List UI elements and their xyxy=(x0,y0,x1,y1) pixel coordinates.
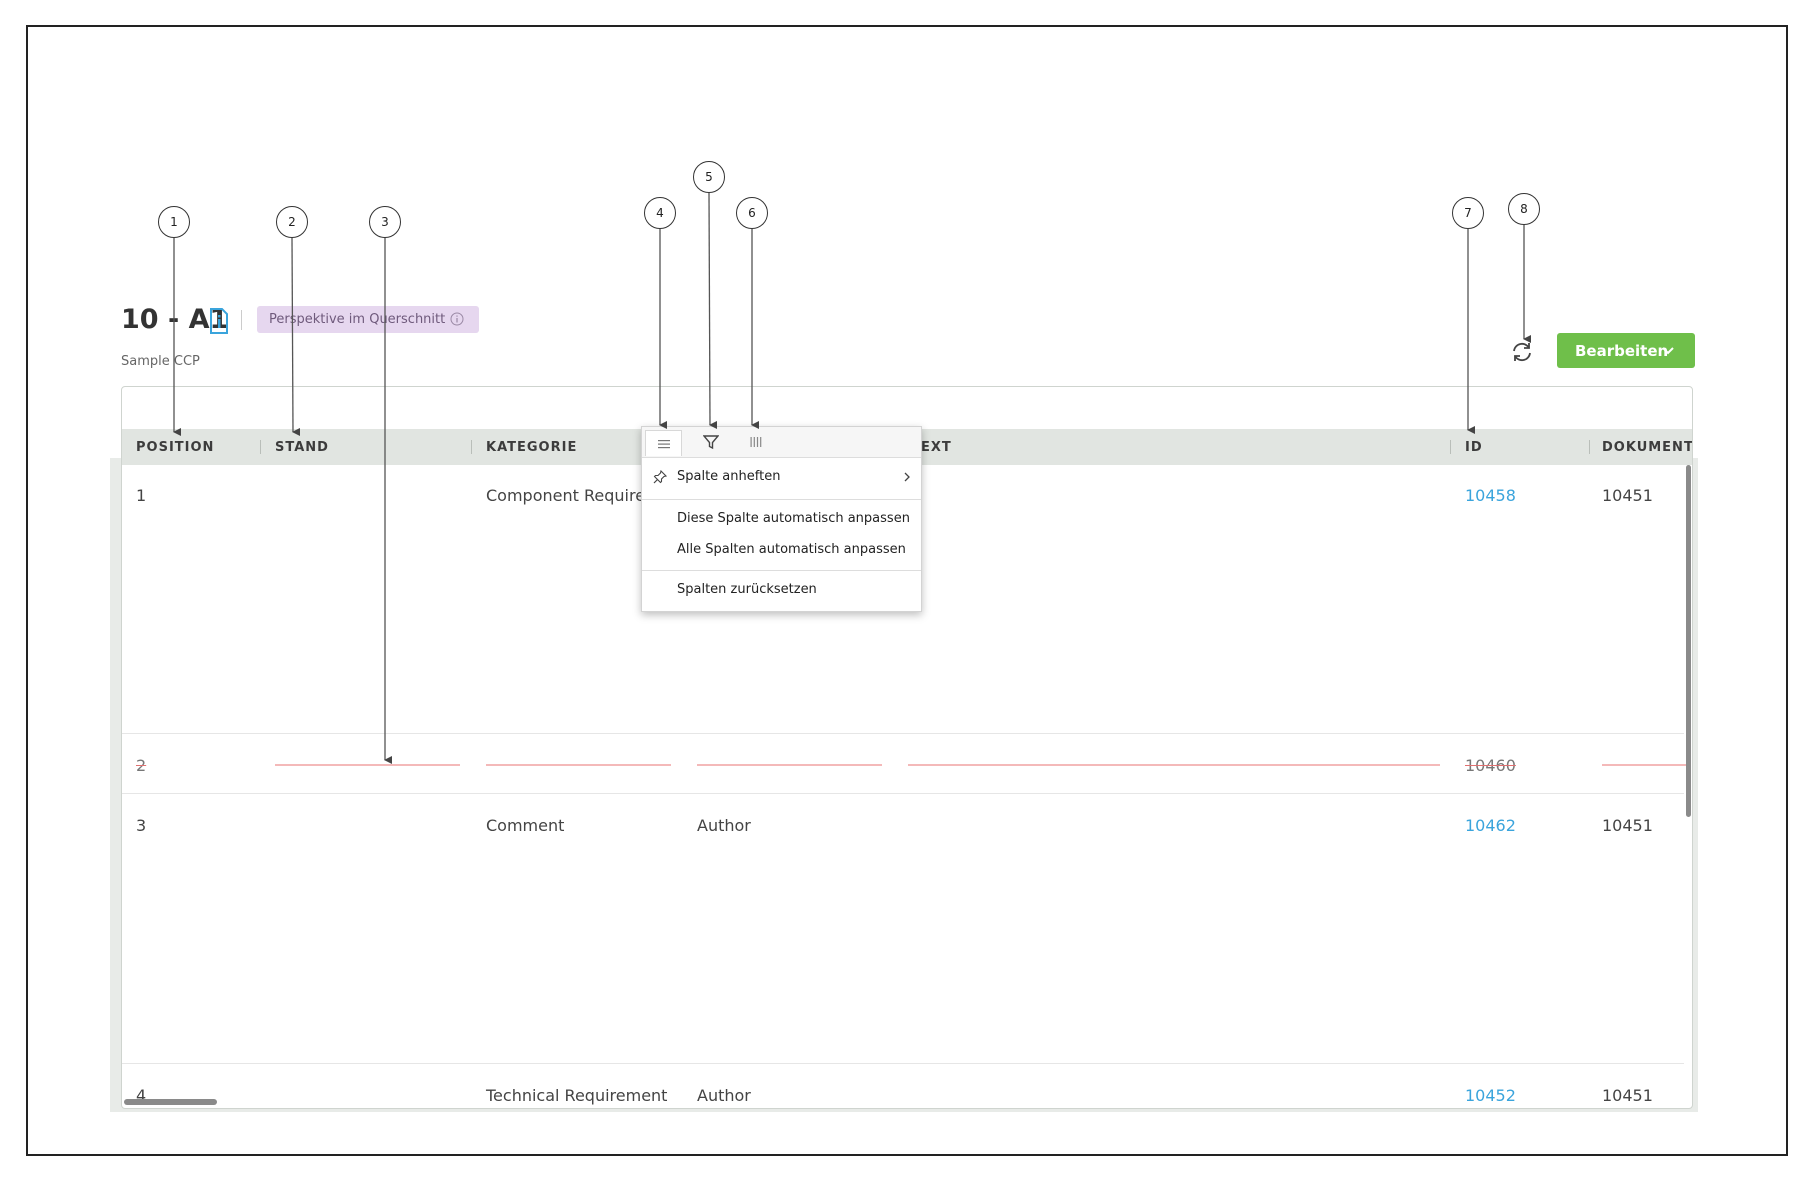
deleted-cell-marker xyxy=(275,764,460,766)
filter-icon[interactable] xyxy=(703,434,719,450)
menu-item-reset-columns[interactable]: Spalten zurücksetzen xyxy=(642,577,921,605)
cell-kategorie[interactable]: Component Requirem xyxy=(486,486,661,505)
menu-item-label: Spalte anheften xyxy=(677,469,781,484)
menu-item-autosize-all[interactable]: Alle Spalten automatisch anpassen xyxy=(642,538,921,564)
document-info-icon[interactable] xyxy=(209,308,229,334)
menu-item-label: Diese Spalte automatisch anpassen xyxy=(677,511,910,526)
callout-4: 4 xyxy=(644,197,676,229)
menu-lines-icon xyxy=(658,440,670,449)
column-header-text[interactable]: EXT xyxy=(921,439,952,455)
column-menu-tabs xyxy=(642,427,921,458)
edit-button[interactable]: Bearbeiten xyxy=(1557,333,1695,368)
row-divider xyxy=(122,1063,1684,1064)
cell-position-deleted[interactable]: 2 xyxy=(136,756,147,775)
cell-position[interactable]: 1 xyxy=(136,486,147,505)
column-menu: Spalte anheften Diese Spalte automatisch… xyxy=(641,426,922,612)
callout-7: 7 xyxy=(1452,197,1484,229)
columns-icon[interactable] xyxy=(750,436,762,448)
edit-button-label: Bearbeiten xyxy=(1575,341,1669,360)
cell-id-link[interactable]: 10458 xyxy=(1465,486,1516,505)
perspective-badge: Perspektive im Querschnitt xyxy=(257,306,479,333)
cell-dokument[interactable]: 10451 xyxy=(1602,816,1653,835)
cell-author[interactable]: Author xyxy=(697,816,751,835)
menu-divider xyxy=(642,570,921,571)
cell-author[interactable]: Author xyxy=(697,1086,751,1105)
cell-id-link[interactable]: 10452 xyxy=(1465,1086,1516,1105)
column-resize-handle[interactable] xyxy=(471,440,472,454)
callout-2: 2 xyxy=(276,206,308,238)
row-divider xyxy=(122,793,1684,794)
menu-item-autosize-this[interactable]: Diese Spalte automatisch anpassen xyxy=(642,507,921,533)
refresh-icon[interactable] xyxy=(1510,340,1534,364)
info-icon[interactable] xyxy=(450,312,464,326)
callout-3: 3 xyxy=(369,206,401,238)
cell-kategorie[interactable]: Technical Requirement xyxy=(486,1086,668,1105)
cell-id-link[interactable]: 10462 xyxy=(1465,816,1516,835)
menu-item-pin-column[interactable]: Spalte anheften xyxy=(642,457,921,497)
column-resize-handle[interactable] xyxy=(1589,440,1590,454)
callout-6: 6 xyxy=(736,197,768,229)
perspective-badge-label: Perspektive im Querschnitt xyxy=(269,312,446,327)
deleted-cell-marker xyxy=(486,764,671,766)
row-divider xyxy=(122,733,1684,734)
menu-item-label: Spalten zurücksetzen xyxy=(677,582,817,597)
horizontal-scrollbar[interactable] xyxy=(124,1099,217,1105)
cell-id-deleted[interactable]: 10460 xyxy=(1465,756,1516,775)
deleted-cell-marker xyxy=(697,764,882,766)
cell-position[interactable]: 4 xyxy=(136,1086,147,1105)
menu-divider xyxy=(642,499,921,500)
menu-item-label: Alle Spalten automatisch anpassen xyxy=(677,542,906,557)
pin-icon xyxy=(653,470,667,484)
column-header-id[interactable]: ID xyxy=(1465,439,1483,455)
cell-kategorie[interactable]: Comment xyxy=(486,816,565,835)
column-resize-handle[interactable] xyxy=(260,440,261,454)
deleted-cell-marker xyxy=(1602,764,1688,766)
vertical-scrollbar[interactable] xyxy=(1686,465,1691,817)
column-header-stand[interactable]: STAND xyxy=(275,439,329,455)
column-header-kategorie[interactable]: KATEGORIE xyxy=(486,439,578,455)
chevron-right-icon xyxy=(904,472,910,482)
cell-dokument[interactable]: 10451 xyxy=(1602,486,1653,505)
chevron-down-icon xyxy=(1662,347,1674,355)
column-header-dokument[interactable]: DOKUMENT.. xyxy=(1602,439,1692,455)
column-menu-tab-general[interactable] xyxy=(645,430,682,456)
column-resize-handle[interactable] xyxy=(1450,440,1451,454)
callout-1: 1 xyxy=(158,206,190,238)
figure-frame xyxy=(26,25,1788,1156)
callout-5: 5 xyxy=(693,161,725,193)
column-header-position[interactable]: POSITION xyxy=(136,439,215,455)
cell-position[interactable]: 3 xyxy=(136,816,147,835)
deleted-cell-marker xyxy=(908,764,1440,766)
title-divider xyxy=(241,310,242,330)
page-subtitle: Sample CCP xyxy=(121,354,200,369)
callout-8: 8 xyxy=(1508,193,1540,225)
cell-dokument[interactable]: 10451 xyxy=(1602,1086,1653,1105)
